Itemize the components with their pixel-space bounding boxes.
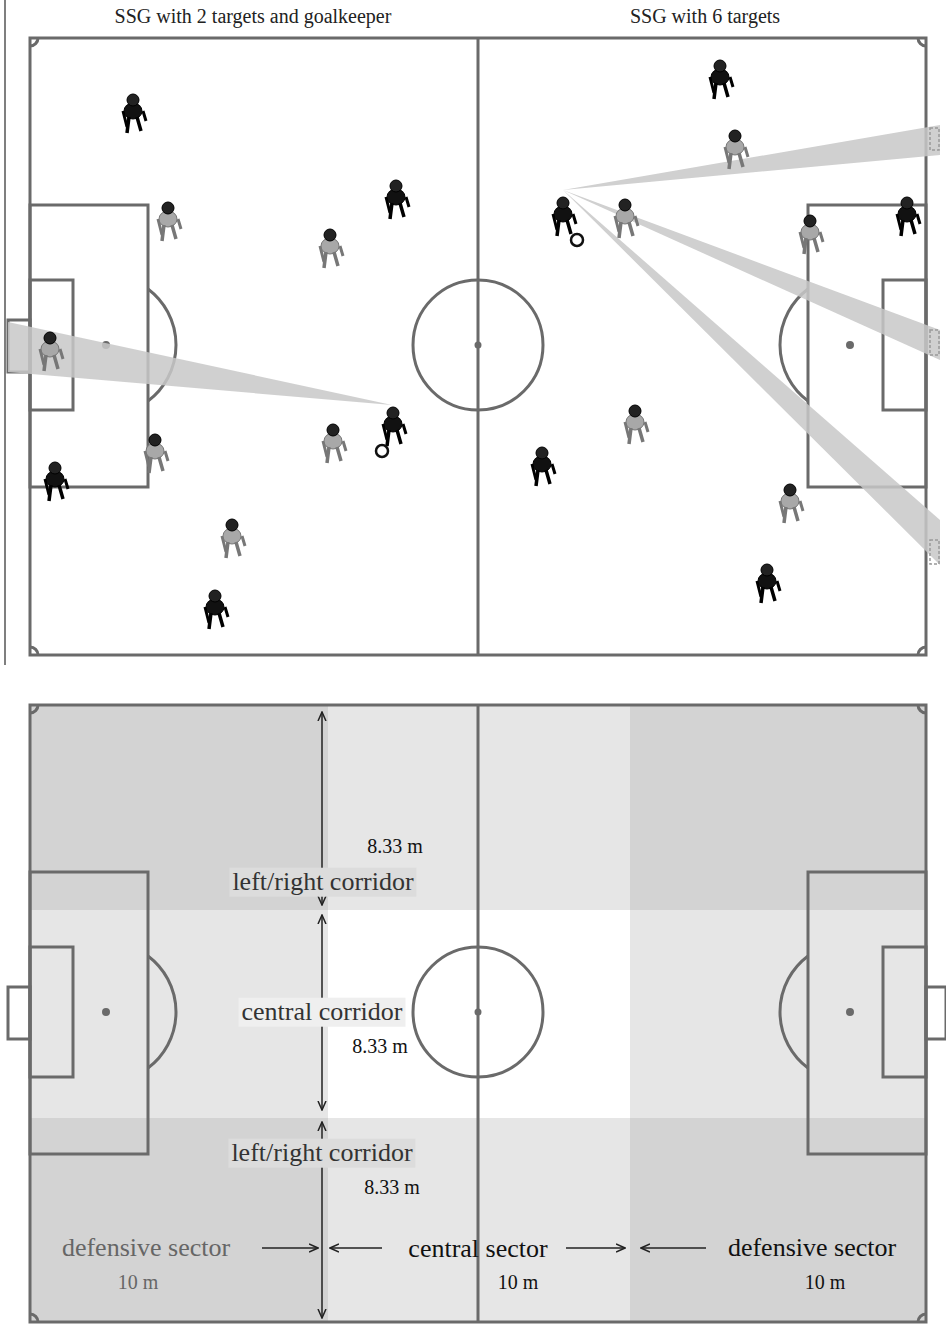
player-figure (226, 519, 238, 531)
player-figure (320, 229, 343, 268)
player-figure (553, 197, 576, 236)
player-figure (226, 542, 240, 558)
player-figure (383, 407, 406, 446)
player-figure (324, 229, 336, 241)
player-figure (557, 197, 569, 209)
player-figure (49, 462, 61, 474)
player-figure (386, 180, 409, 219)
player-figure (127, 117, 141, 133)
player-figure (327, 447, 341, 463)
player-figure (532, 447, 555, 486)
player-figure (149, 434, 161, 446)
dimension: 8.33 m (361, 1176, 423, 1198)
player-figure (784, 507, 798, 523)
zone-label: central corridor (239, 998, 406, 1027)
zone-label: left/right corridor (229, 868, 416, 897)
player-figure (209, 590, 221, 602)
panel-title: SSG with 6 targets (627, 5, 783, 27)
player-figure (149, 457, 163, 473)
zone-label: left/right corridor (228, 1139, 415, 1168)
player-figure (625, 405, 648, 444)
player-figure (780, 484, 803, 523)
player-figure (615, 199, 638, 238)
player-figure (376, 445, 388, 457)
player-figure (162, 202, 174, 214)
player-figure (205, 590, 228, 629)
player-figure (571, 234, 583, 246)
player-figure (725, 130, 748, 169)
player-figure (629, 428, 643, 444)
player-figure (629, 405, 641, 417)
player-figure (729, 130, 741, 142)
player-figure (804, 215, 816, 227)
player-figure (714, 83, 728, 99)
player-figure (323, 424, 346, 463)
player-figure (784, 484, 796, 496)
player-figure (901, 220, 915, 236)
player-figure (557, 220, 571, 236)
player-figure (40, 332, 63, 371)
dimension: 8.33 m (364, 835, 426, 857)
player-figure (804, 238, 818, 254)
player-figure (800, 215, 823, 254)
player-figure (619, 222, 633, 238)
zone-label: defensive sector (725, 1234, 899, 1263)
player-figure (45, 462, 68, 501)
player-figure (536, 447, 548, 459)
dimension: 10 m (115, 1271, 162, 1293)
zone-label: defensive sector (59, 1234, 233, 1263)
player-figure (49, 485, 63, 501)
player-figure (123, 94, 146, 133)
zone-label: central sector (405, 1235, 550, 1264)
player-figure (44, 332, 56, 344)
player-figure (127, 94, 139, 106)
player-figure (901, 197, 913, 209)
player-figure (145, 434, 168, 473)
player-figure (209, 613, 223, 629)
player-figure (390, 180, 402, 192)
panel-title: SSG with 2 targets and goalkeeper (112, 5, 395, 27)
player-figure (757, 564, 780, 603)
player-figure (162, 225, 176, 241)
player-figure (158, 202, 181, 241)
player-figure (536, 470, 550, 486)
player-figure (44, 355, 58, 371)
player-figure (222, 519, 245, 558)
player-figure (327, 424, 339, 436)
dimension: 8.33 m (349, 1035, 411, 1057)
player-figure (387, 430, 401, 446)
player-figure (390, 203, 404, 219)
player-figure (387, 407, 399, 419)
player-figure (897, 197, 920, 236)
player-figure (729, 153, 743, 169)
player-figure (761, 587, 775, 603)
player-figure (619, 199, 631, 211)
player-figure (761, 564, 773, 576)
player-figure (714, 60, 726, 72)
dimension: 10 m (495, 1271, 542, 1293)
dimension: 10 m (802, 1271, 849, 1293)
player-figure (324, 252, 338, 268)
player-figure (710, 60, 733, 99)
